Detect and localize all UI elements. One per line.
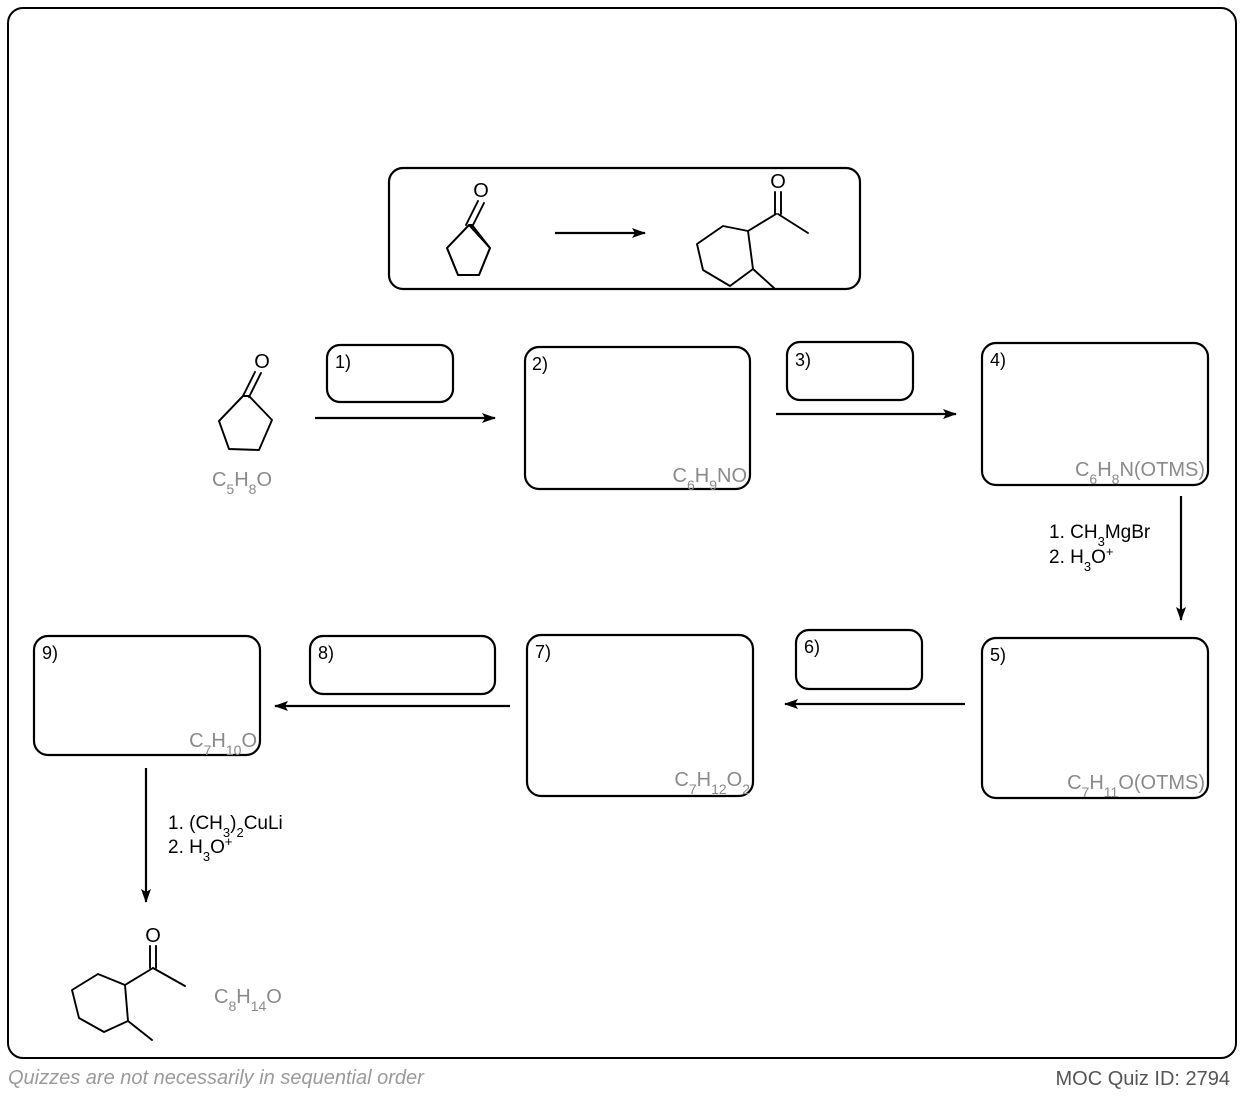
overview-starting-cyclopentanone: O — [446, 180, 491, 276]
step-6-label: 6) — [804, 637, 820, 657]
step-7-label: 7) — [535, 642, 551, 662]
oxygen-atom: O — [770, 171, 786, 193]
step-4-product-box[interactable]: 4) C6H8N(OTMS) — [980, 341, 1210, 487]
reagent-4-to-5-line2: 2. H3O+ — [1049, 544, 1113, 574]
step-7-formula: C7H12O2 — [674, 769, 750, 797]
step-8-reagent-box[interactable]: 8) — [308, 634, 497, 696]
starting-cyclopentanone: O — [218, 351, 273, 451]
step-1-label: 1) — [335, 352, 351, 372]
quiz-id: MOC Quiz ID: 2794 — [1055, 1068, 1230, 1090]
oxygen-atom: O — [254, 351, 270, 373]
step-5-product-box[interactable]: 5) C7H11O(OTMS) — [980, 636, 1210, 800]
step-2-product-box[interactable]: 2) C6H9NO — [523, 345, 752, 493]
step-3-reagent-box[interactable]: 3) — [785, 340, 915, 402]
reagent-9-to-final-line2: 2. H3O+ — [168, 834, 232, 864]
oxygen-atom: O — [145, 925, 161, 947]
step-9-product-box[interactable]: 9) C7H10O — [32, 634, 262, 758]
step-2-formula: C6H9NO — [673, 465, 748, 493]
step-9-formula: C7H10O — [189, 730, 257, 758]
final-product-molecule: O — [71, 925, 186, 1041]
start-formula: reagent C5H8O — [212, 469, 272, 497]
step-2-label: 2) — [532, 354, 548, 374]
step-4-label: 4) — [990, 350, 1006, 370]
final-formula: C8H14O — [214, 986, 282, 1014]
step-3-label: 3) — [795, 350, 811, 370]
step-5-formula: C7H11O(OTMS) — [1067, 772, 1205, 800]
step-5-label: 5) — [990, 645, 1006, 665]
step-8-label: 8) — [318, 643, 334, 663]
step-1-reagent-box[interactable]: 1) — [325, 343, 455, 404]
step-4-formula: C6H8N(OTMS) — [1075, 459, 1205, 487]
quiz-frame — [7, 7, 1237, 1059]
step-7-product-box[interactable]: 7) C7H12O2 — [525, 633, 755, 798]
overview-box — [387, 166, 862, 291]
step-9-label: 9) — [42, 643, 58, 663]
oxygen-atom: O — [473, 180, 489, 202]
reagent-9-to-final-line1: 1. (CH3)2CuLi — [168, 813, 283, 840]
step-6-reagent-box[interactable]: 6) — [794, 628, 924, 691]
overview-product-molecule: O — [696, 171, 809, 289]
footer-note: Quizzes are not necessarily in sequentia… — [8, 1067, 424, 1089]
reagent-4-to-5-line1: 1. CH3MgBr — [1049, 522, 1151, 549]
